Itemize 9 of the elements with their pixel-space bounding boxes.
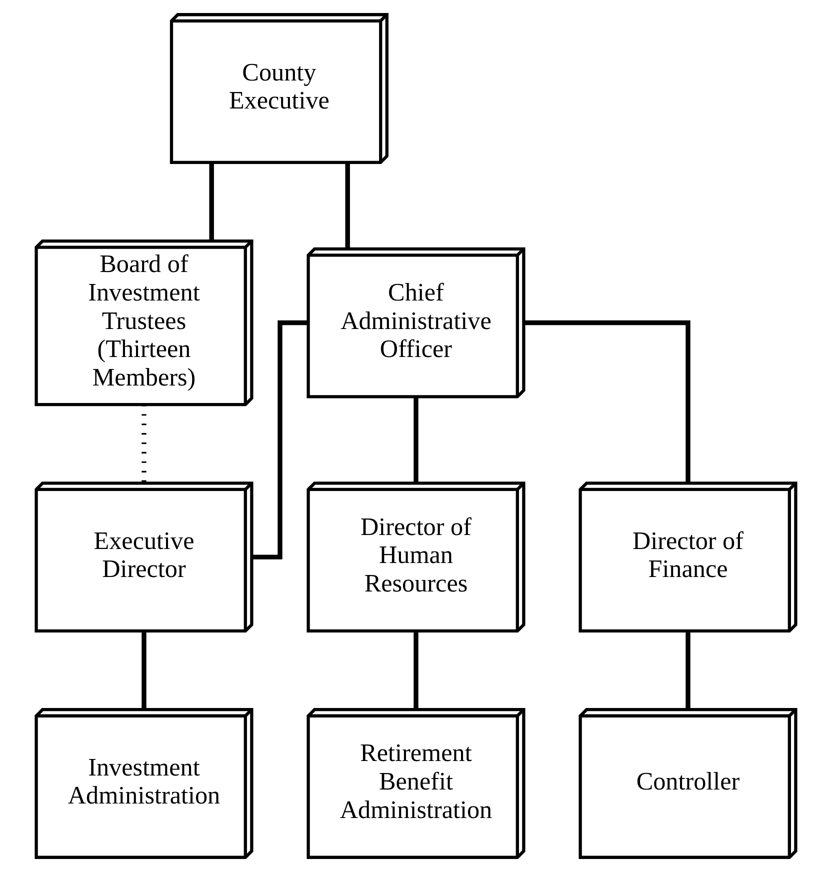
- connector: [141, 404, 146, 483]
- connector: [524, 320, 690, 483]
- connector: [208, 162, 214, 242]
- connector: [685, 631, 690, 710]
- connector: [141, 631, 146, 710]
- connector: [413, 631, 418, 710]
- connector: [251, 320, 308, 560]
- connector: [413, 396, 418, 484]
- connector: [344, 162, 350, 249]
